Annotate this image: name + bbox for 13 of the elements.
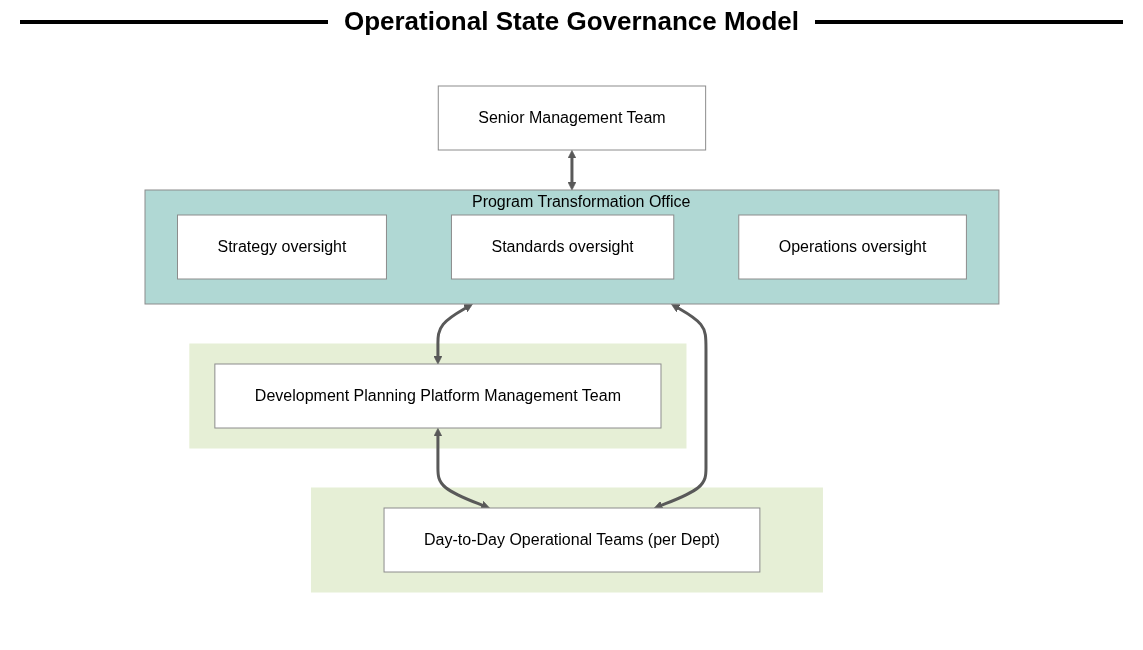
- diagram-title: Operational State Governance Model: [343, 6, 800, 37]
- node-box: Development Planning Platform Management Team: [213, 363, 662, 429]
- node-box: Day-to-Day Operational Teams (per Dept): [383, 507, 760, 573]
- arrow: [433, 428, 490, 510]
- node-box: Operations oversight: [737, 214, 967, 280]
- node-box: Strategy oversight: [176, 214, 387, 280]
- node-box: Standards oversight: [450, 214, 674, 280]
- arrow: [653, 303, 708, 510]
- cluster: [188, 343, 687, 449]
- cluster: [310, 487, 823, 593]
- arrow: [567, 150, 576, 191]
- node-box: Senior Management Team: [437, 85, 706, 151]
- arrow: [433, 303, 473, 365]
